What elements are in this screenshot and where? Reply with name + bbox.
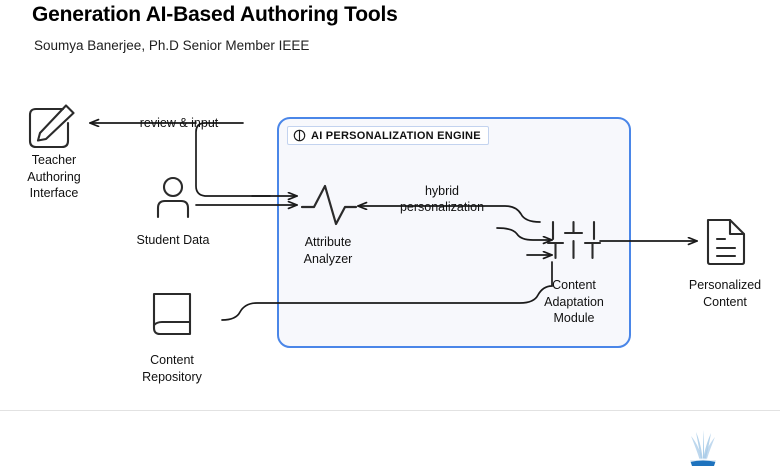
label-line: Adaptation <box>544 294 604 309</box>
edge-label-hybrid-personalization: hybrid personalization <box>390 183 494 215</box>
contrast-circle-icon <box>293 129 306 142</box>
publisher-fan-logo <box>681 427 725 467</box>
label-line: personalization <box>399 200 485 214</box>
label-line: Student Data <box>136 233 210 247</box>
label-line: Repository <box>142 369 202 384</box>
footer-divider <box>0 410 780 411</box>
page-subtitle: Soumya Banerjee, Ph.D Senior Member IEEE <box>34 38 310 53</box>
content-adaptation-module-label: Content Adaptation Module <box>524 277 624 327</box>
book-icon <box>150 291 194 337</box>
puzzle-grid-icon <box>546 218 602 264</box>
label-line: Analyzer <box>303 251 353 266</box>
student-data-label: Student Data <box>124 232 222 249</box>
label-line: hybrid <box>424 184 460 198</box>
label-line: Content <box>552 278 596 292</box>
label-line: Interface <box>29 186 79 200</box>
engine-badge: AI PERSONALIZATION ENGINE <box>287 126 489 145</box>
teacher-authoring-interface-label: Teacher Authoring Interface <box>8 152 100 202</box>
label-line: Personalized <box>688 278 762 292</box>
label-line: Teacher <box>31 153 77 167</box>
attribute-analyzer-label: Attribute Analyzer <box>285 234 371 267</box>
personalized-content-label: Personalized Content <box>672 277 778 310</box>
person-icon <box>152 176 194 219</box>
page-title: Generation AI-Based Authoring Tools <box>32 3 398 26</box>
edit-square-pencil-icon <box>25 103 79 153</box>
edge-label-review-and-input: review & input <box>124 115 234 131</box>
label-line: review & input <box>139 116 219 130</box>
label-line: Content <box>150 353 194 367</box>
content-repository-label: Content Repository <box>124 352 220 385</box>
label-line: Module <box>553 311 595 325</box>
label-line: Attribute <box>304 235 352 249</box>
document-icon <box>703 216 749 268</box>
engine-badge-label: AI PERSONALIZATION ENGINE <box>311 129 481 142</box>
label-line: Authoring <box>27 169 81 184</box>
label-line: Content <box>703 294 747 309</box>
pulse-waveform-icon <box>300 182 358 230</box>
